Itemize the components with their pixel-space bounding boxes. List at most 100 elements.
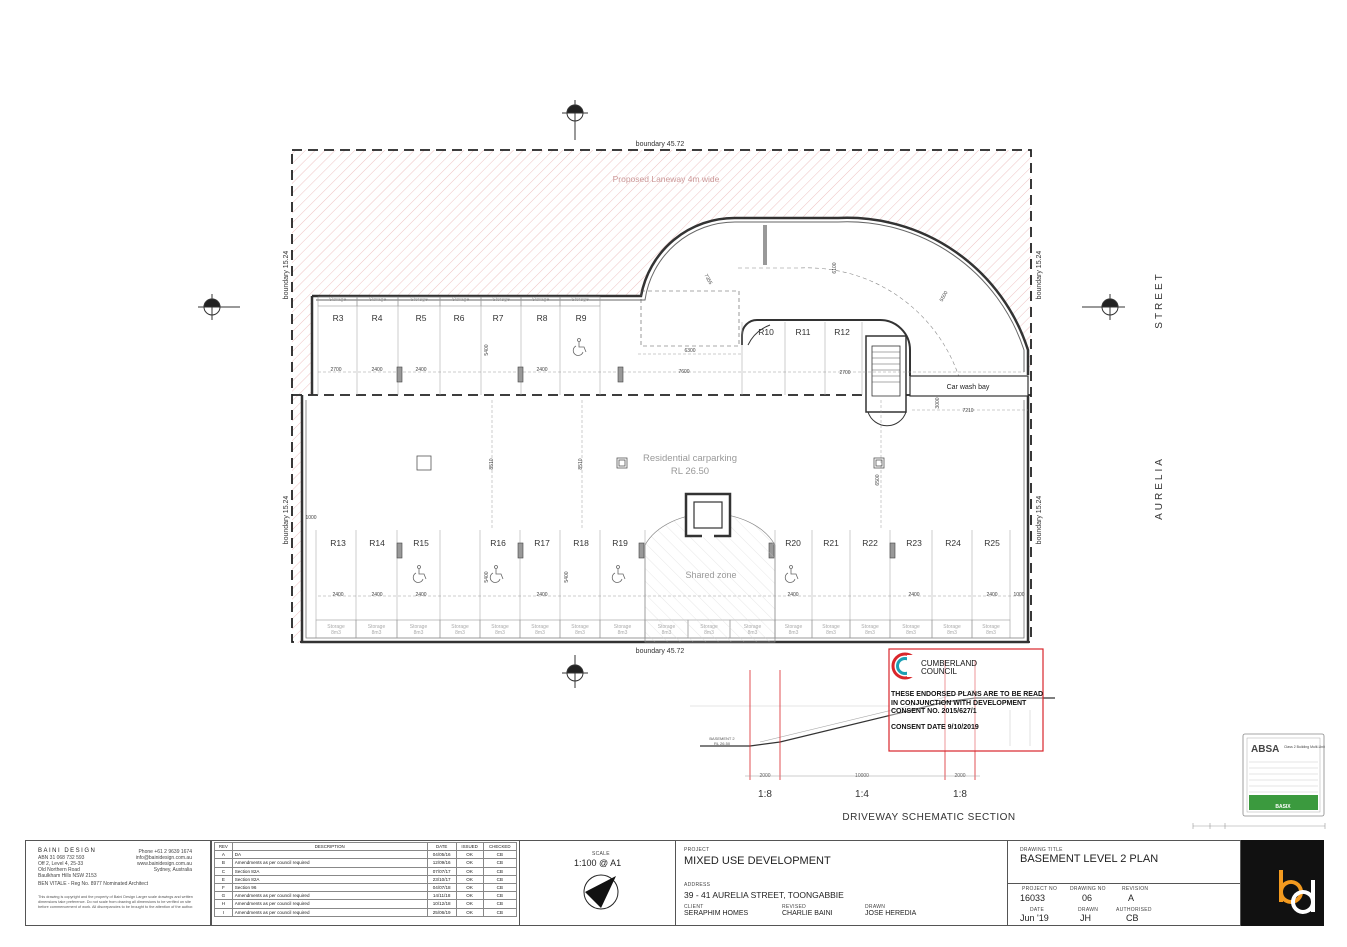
storage-label: Storage [327, 624, 345, 630]
boundary-right-lower-label: boundary 15.24 [1036, 496, 1043, 545]
project-address: 39 - 41 AURELIA STREET, TOONGABBIE [684, 890, 844, 900]
svg-text:5400: 5400 [564, 571, 570, 582]
storage-area: 8m3 [986, 630, 996, 636]
storage-area: 8m3 [372, 630, 382, 636]
parking-space-label: R10 [758, 327, 774, 337]
storage-label: Storage [410, 624, 428, 630]
storage-area: 8m3 [331, 630, 341, 636]
dimension-label: 2400 [986, 592, 997, 598]
revision-header: REV [214, 841, 233, 852]
storage-area: 8m3 [575, 630, 585, 636]
storage-label: Storage [452, 297, 470, 303]
storage-area: 8m3 [947, 630, 957, 636]
section-grade-2: 1:4 [855, 789, 869, 800]
drawing-info-block: DRAWING TITLE BASEMENT LEVEL 2 PLAN PROJ… [1008, 840, 1241, 926]
boundary-right-upper-label: boundary 15.24 [1036, 251, 1043, 300]
boundary-left-lower-label: boundary 15.24 [283, 496, 290, 545]
section-grade-1: 1:8 [758, 789, 772, 800]
project-name: MIXED USE DEVELOPMENT [684, 855, 831, 867]
boundary-top-label: boundary 45.72 [636, 141, 685, 148]
carpark-rl: RL 26.50 [671, 466, 709, 477]
accessible-parking-icon [572, 338, 587, 356]
dimension-label: 2400 [908, 592, 919, 598]
svg-text:7600: 7600 [678, 369, 689, 375]
parking-space-label: R18 [573, 538, 589, 548]
storage-area: 8m3 [865, 630, 875, 636]
parking-space-label: R3 [333, 313, 344, 323]
storage-label: Storage [531, 624, 549, 630]
storage-label: Storage [744, 624, 762, 630]
svg-text:5400: 5400 [484, 344, 490, 355]
firm-info-block: BAINI DESIGN ABN 31 068 732 593 Off 2, L… [25, 840, 211, 926]
laneway-label: Proposed Laneway 4m wide [613, 174, 720, 184]
council-name-2: COUNCIL [921, 667, 958, 676]
revision-header: DESCRIPTION [231, 841, 428, 852]
svg-text:1000: 1000 [305, 515, 316, 521]
car-wash-label: Car wash bay [947, 384, 990, 391]
parking-space-label: R22 [862, 538, 878, 548]
svg-text:2000: 2000 [759, 773, 770, 779]
svg-text:6300: 6300 [684, 348, 695, 354]
storage-area: 8m3 [618, 630, 628, 636]
section-grade-3: 1:8 [953, 789, 967, 800]
storage-label: Storage [532, 297, 550, 303]
parking-space-label: R24 [945, 538, 961, 548]
accessible-parking-icon [784, 565, 799, 583]
scale-block: SCALE 1:100 @ A1 [520, 840, 676, 926]
street-label: STREET [1154, 271, 1165, 328]
ramp-centre-line [738, 267, 961, 381]
svg-text:7210: 7210 [962, 408, 973, 414]
parking-space-label: R23 [906, 538, 922, 548]
bd-logo-icon [1279, 870, 1315, 914]
parking-space-label: R12 [834, 327, 850, 337]
basement-wall-inner [316, 221, 1025, 372]
svg-text:CONSENT DATE 9/10/2019: CONSENT DATE 9/10/2019 [891, 724, 979, 731]
storage-label: Storage [571, 624, 589, 630]
storage-label: Storage [943, 624, 961, 630]
svg-text:8510: 8510 [489, 458, 495, 469]
svg-text:BASIX: BASIX [1275, 804, 1291, 810]
storage-label: Storage [861, 624, 879, 630]
storage-label: Storage [571, 297, 589, 303]
dimension-label: 2400 [371, 592, 382, 598]
parking-space-label: R19 [612, 538, 628, 548]
dimension-label: 2400 [415, 592, 426, 598]
car-wash-bay [909, 375, 1029, 397]
council-logo-icon [891, 652, 919, 680]
storage-label: Storage [785, 624, 803, 630]
storage-label: Storage [614, 624, 632, 630]
setback-hatch [292, 150, 1031, 395]
parking-space-label: R5 [416, 313, 427, 323]
svg-text:Class 2 Building Multi-Unit: Class 2 Building Multi-Unit [1284, 745, 1325, 749]
svg-text:10000: 10000 [855, 773, 869, 779]
dimension-label: 2400 [787, 592, 798, 598]
storage-area: 8m3 [826, 630, 836, 636]
project-block: PROJECT MIXED USE DEVELOPMENT ADDRESS 39… [676, 840, 1008, 926]
absa-certificate-badge [1242, 733, 1325, 817]
storage-label: Storage [410, 297, 428, 303]
storage-label: Storage [700, 624, 718, 630]
parking-space-label: R25 [984, 538, 1000, 548]
stair-core [865, 335, 907, 413]
storage-label: Storage [982, 624, 1000, 630]
storage-label: Storage [492, 297, 510, 303]
parking-space-label: R11 [796, 327, 811, 337]
parking-space-label: R20 [785, 538, 801, 548]
parking-space-label: R16 [490, 538, 506, 548]
svg-text:6100: 6100 [832, 262, 838, 273]
svg-text:7355: 7355 [702, 273, 713, 286]
basement-wall [312, 216, 1030, 375]
north-arrow-icon [583, 874, 619, 910]
drawing-title: BASEMENT LEVEL 2 PLAN [1020, 853, 1159, 865]
storage-area: 8m3 [662, 630, 672, 636]
storage-area: 8m3 [748, 630, 758, 636]
storage-area: 8m3 [535, 630, 545, 636]
svg-text:THESE ENDORSED PLANS ARE TO BE: THESE ENDORSED PLANS ARE TO BE READ [891, 691, 1043, 698]
